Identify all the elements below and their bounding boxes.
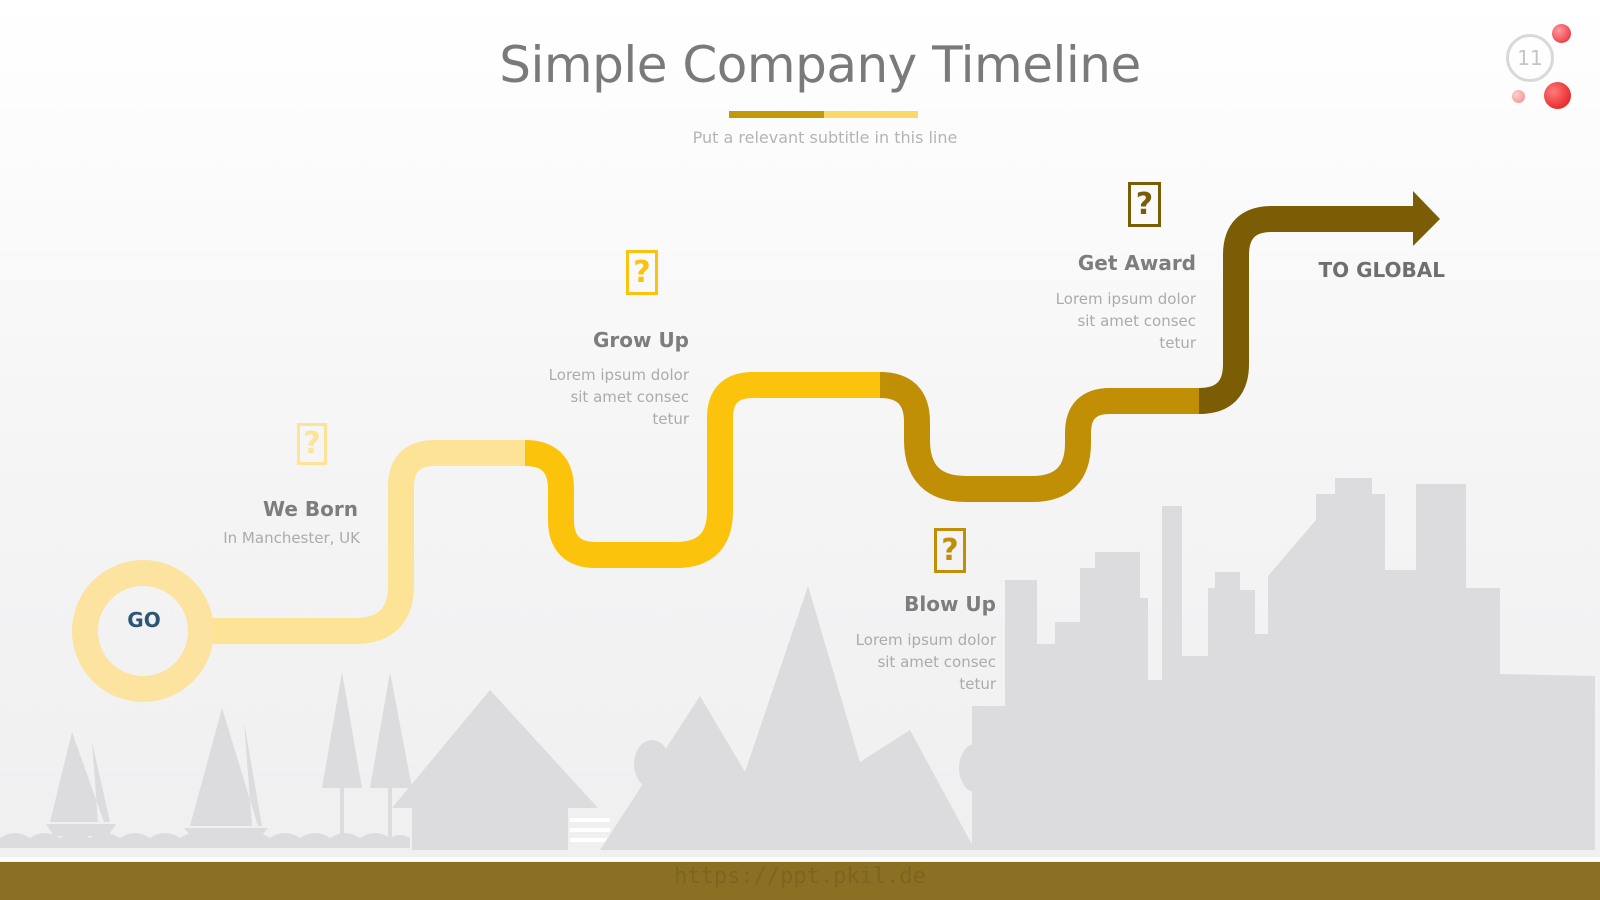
question-mark-icon: ?	[1128, 182, 1161, 227]
milestone-title-get-award: Get Award	[1077, 251, 1196, 275]
milestone-title-we-born: We Born	[263, 497, 358, 521]
mountains	[600, 586, 975, 850]
milestone-text-get-award: Lorem ipsum dolor sit amet consec tetur	[1055, 290, 1196, 352]
timeline-segment-1	[200, 440, 525, 644]
timeline-segment-2	[524, 372, 880, 568]
tree-right	[370, 672, 412, 838]
title-underline-light	[824, 111, 918, 118]
decorative-ball-small	[1512, 90, 1525, 103]
timeline-start-label: GO	[127, 608, 161, 632]
decorative-ball-bottom	[1544, 82, 1571, 109]
milestone-title-blow-up: Blow Up	[904, 592, 996, 616]
footer-watermark: https://ppt.pkil.de	[674, 864, 926, 889]
milestone-text-we-born: In Manchester, UK	[223, 529, 360, 547]
milestone-text-grow-up: Lorem ipsum dolor sit amet consec tetur	[548, 366, 689, 428]
title-underline-dark	[729, 111, 824, 118]
start-circle	[72, 560, 214, 702]
milestone-title-grow-up: Grow Up	[592, 328, 689, 352]
slide-title: Simple Company Timeline	[499, 36, 1141, 94]
sailboat-right	[184, 708, 268, 840]
question-mark-icon: ?	[297, 423, 327, 465]
city-skyline	[972, 478, 1595, 850]
timeline-segment-3	[879, 372, 1199, 502]
page-number-badge: 11	[1506, 34, 1554, 82]
question-mark-icon: ?	[626, 250, 658, 295]
milestone-text-blow-up: Lorem ipsum dolor sit amet consec tetur	[855, 631, 996, 693]
tree-left	[322, 672, 362, 838]
question-mark-icon: ?	[934, 528, 966, 573]
slide-subtitle: Put a relevant subtitle in this line	[692, 128, 958, 147]
timeline-segment-4	[1198, 206, 1420, 414]
footer-divider	[0, 857, 1600, 861]
water-waves	[0, 833, 410, 848]
footer-bar	[0, 862, 1600, 900]
decorative-ball-top	[1552, 24, 1571, 43]
sailboat-left	[46, 732, 116, 836]
timeline-arrow-head	[1413, 191, 1440, 246]
timeline-end-label: TO GLOBAL	[1318, 258, 1445, 282]
house	[392, 690, 598, 850]
